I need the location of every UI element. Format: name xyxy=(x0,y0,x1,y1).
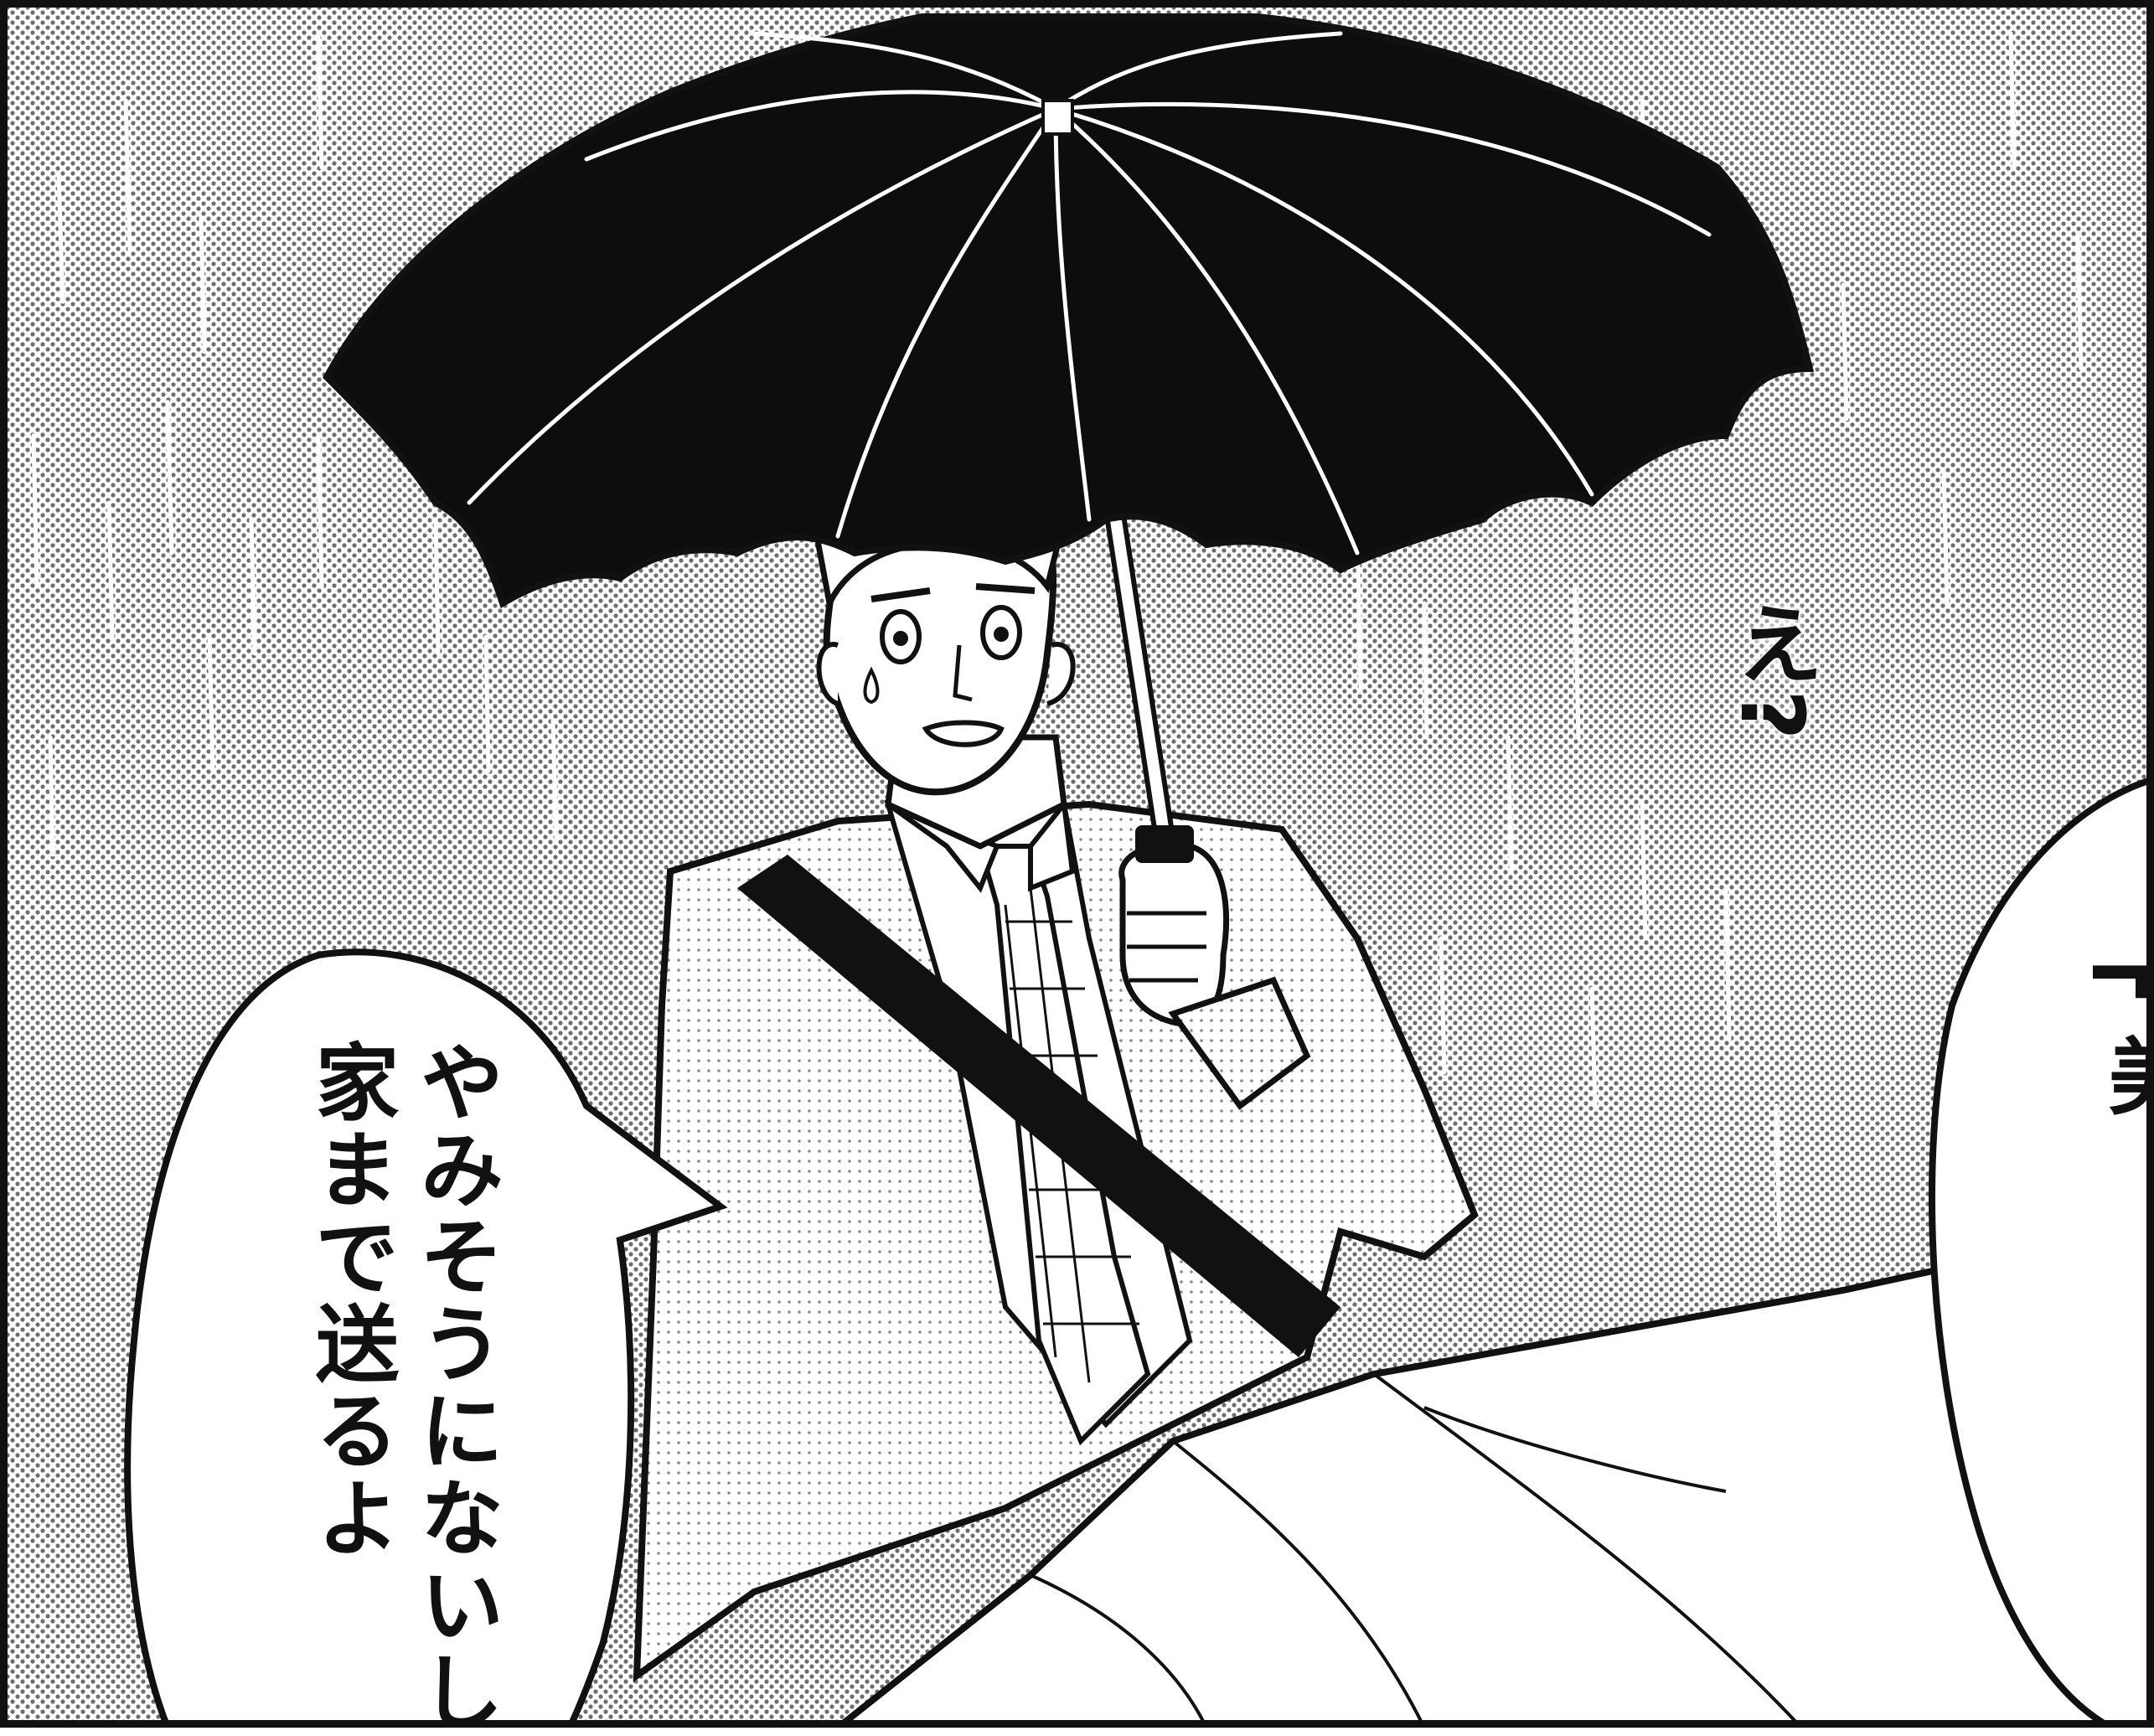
speech-line-1: やみそうにないし xyxy=(405,1039,504,1736)
umbrella-canopy xyxy=(323,13,1815,608)
foreground-folds xyxy=(1030,1372,1803,1728)
speech-bubble-text: やみそうにないし 家まで送るよ xyxy=(297,1039,507,1736)
main-speech-bubble xyxy=(124,948,728,1728)
right-bubble-text: ┣ 美 xyxy=(2094,947,2154,1121)
speech-line-2: 家まで送るよ xyxy=(301,1039,399,1562)
surprise-sound-effect: え? xyxy=(1721,599,1823,744)
mouth xyxy=(922,720,1005,747)
right-speech-bubble xyxy=(1929,775,2154,1728)
rain-streaks xyxy=(31,31,2084,1243)
bag-strap xyxy=(737,855,1340,1357)
hand xyxy=(1118,840,1230,1027)
foreground-umbrella xyxy=(832,1219,2154,1728)
